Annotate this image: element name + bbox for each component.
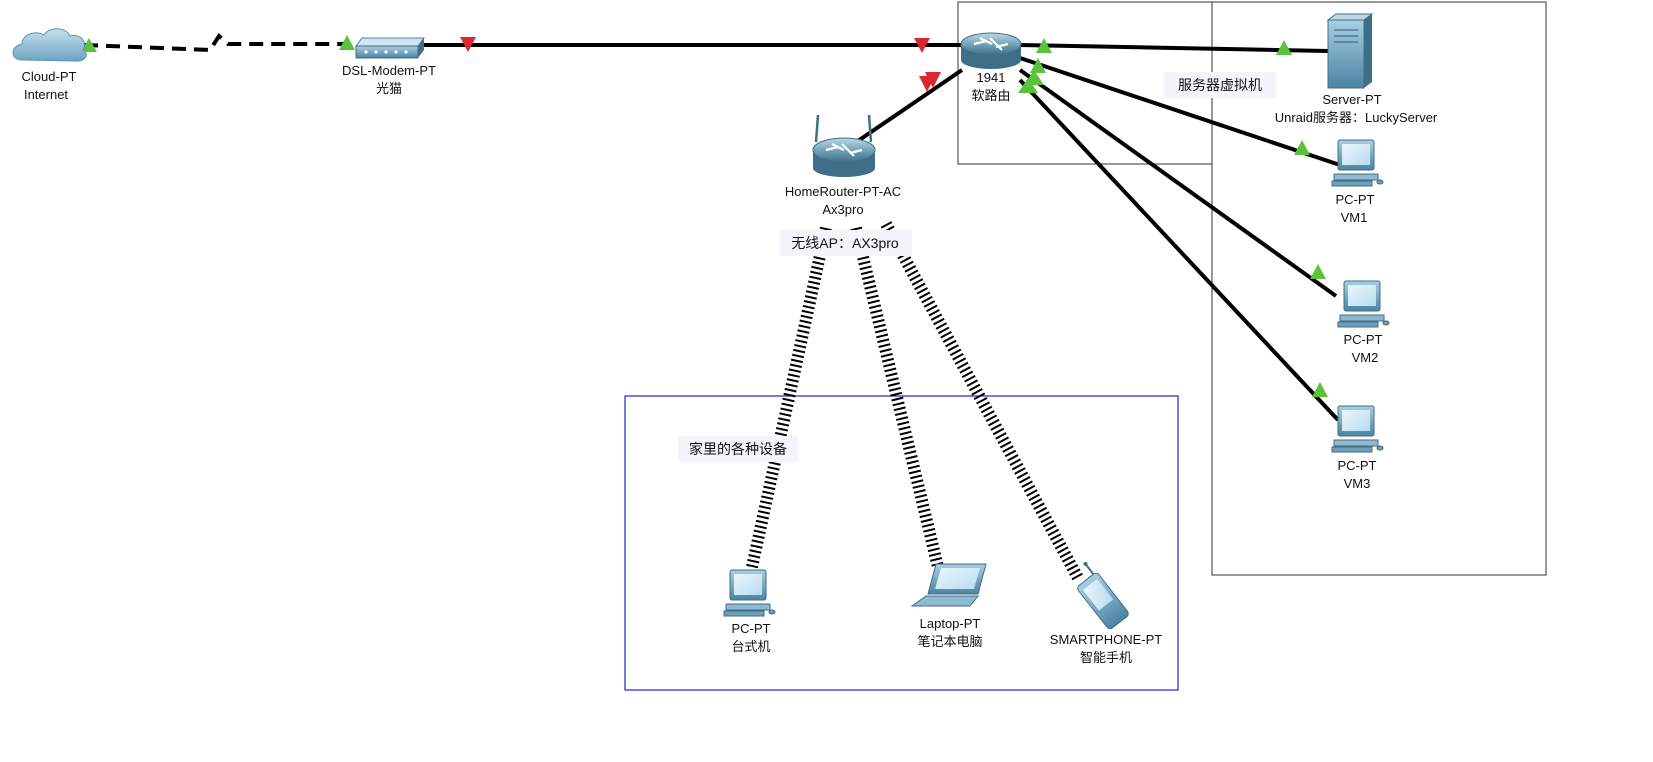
vm1-name-label: VM1 — [1341, 210, 1368, 225]
cloud-device[interactable]: Cloud-PT Internet — [12, 28, 87, 102]
cable-router1941-server[interactable] — [1019, 43, 1329, 53]
smartphone-icon — [1077, 561, 1129, 630]
modem-type-label: DSL-Modem-PT — [342, 63, 436, 78]
laptop-name-label: 笔记本电脑 — [917, 634, 982, 649]
server-name-label: Unraid服务器：LuckyServer — [1275, 110, 1438, 125]
cable-cloud-modem[interactable] — [83, 32, 350, 53]
desktop-device[interactable]: PC-PT 台式机 — [723, 569, 776, 654]
wireless-link-phone[interactable] — [880, 221, 1084, 581]
note-vm[interactable]: 服务器虚拟机 — [1164, 72, 1276, 98]
cloud-type-label: Cloud-PT — [22, 69, 77, 84]
laptop-icon — [910, 563, 987, 607]
home-router-device[interactable]: HomeRouter-PT-AC Ax3pro — [785, 114, 901, 217]
smartphone-device[interactable]: SMARTPHONE-PT 智能手机 — [1050, 560, 1162, 665]
smartphone-name-label: 智能手机 — [1080, 650, 1132, 665]
vm2-type-label: PC-PT — [1344, 332, 1383, 347]
desktop-type-label: PC-PT — [732, 621, 771, 636]
link-up-indicator — [1294, 140, 1310, 155]
wireless-link-laptop[interactable] — [850, 226, 944, 569]
note-home-text: 家里的各种设备 — [689, 441, 787, 457]
wireless-link-desktop[interactable] — [746, 226, 832, 569]
modem-name-label: 光猫 — [376, 81, 402, 96]
home-router-name-label: Ax3pro — [822, 202, 863, 217]
link-down-indicator — [460, 37, 476, 52]
vm2-device[interactable]: PC-PT VM2 — [1337, 280, 1390, 365]
link-down-indicator — [925, 72, 941, 88]
note-home[interactable]: 家里的各种设备 — [678, 436, 798, 462]
link-up-indicator — [339, 35, 355, 50]
laptop-device[interactable]: Laptop-PT 笔记本电脑 — [910, 563, 987, 649]
vm1-type-label: PC-PT — [1336, 192, 1375, 207]
vm3-name-label: VM3 — [1344, 476, 1371, 491]
vm2-name-label: VM2 — [1352, 350, 1379, 365]
server-device[interactable]: Server-PT Unraid服务器：LuckyServer — [1275, 13, 1438, 125]
server-type-label: Server-PT — [1322, 92, 1381, 107]
home-devices-group-box — [624, 395, 1179, 691]
note-ap[interactable]: 无线AP：AX3pro — [780, 230, 912, 256]
home-router-type-label: HomeRouter-PT-AC — [785, 184, 901, 199]
router-1941-device[interactable]: 1941 软路由 — [960, 32, 1022, 103]
link-up-indicator — [1276, 40, 1292, 55]
vm3-type-label: PC-PT — [1338, 458, 1377, 473]
desktop-name-label: 台式机 — [731, 639, 770, 654]
server-group-box — [1211, 1, 1547, 576]
note-vm-text: 服务器虚拟机 — [1178, 77, 1262, 93]
smartphone-type-label: SMARTPHONE-PT — [1050, 632, 1162, 647]
link-up-indicator — [1310, 264, 1326, 279]
cable-router1941-homerouter[interactable] — [850, 68, 964, 147]
link-up-indicator — [1030, 58, 1046, 73]
vm1-device[interactable]: PC-PT VM1 — [1331, 139, 1384, 225]
cable-router1941-vm1[interactable] — [1019, 56, 1341, 167]
wireless-router-icon — [812, 114, 876, 177]
router-icon — [960, 32, 1022, 69]
cable-router1941-vm3[interactable] — [1018, 78, 1340, 422]
vm3-device[interactable]: PC-PT VM3 — [1331, 405, 1384, 491]
cloud-icon — [12, 28, 87, 62]
router1941-name-label: 软路由 — [971, 88, 1010, 103]
server-tower-icon — [1326, 13, 1374, 89]
modem-icon — [355, 37, 425, 59]
router1941-type-label: 1941 — [977, 70, 1006, 85]
pc-icon — [1337, 280, 1390, 328]
link-up-indicator — [1018, 78, 1038, 93]
pc-icon — [1331, 405, 1384, 453]
link-up-indicator — [1036, 38, 1052, 53]
link-status-indicators — [81, 35, 1328, 397]
cloud-name-label: Internet — [24, 87, 68, 102]
laptop-type-label: Laptop-PT — [920, 616, 981, 631]
link-up-indicator — [1312, 382, 1328, 397]
dsl-modem-device[interactable]: DSL-Modem-PT 光猫 — [342, 37, 436, 96]
pc-icon — [723, 569, 776, 617]
cable-router1941-vm2[interactable] — [1018, 68, 1338, 298]
pc-icon — [1331, 139, 1384, 187]
link-down-indicator — [914, 38, 930, 53]
note-ap-text: 无线AP：AX3pro — [791, 235, 899, 251]
link-up-indicator — [81, 38, 97, 52]
